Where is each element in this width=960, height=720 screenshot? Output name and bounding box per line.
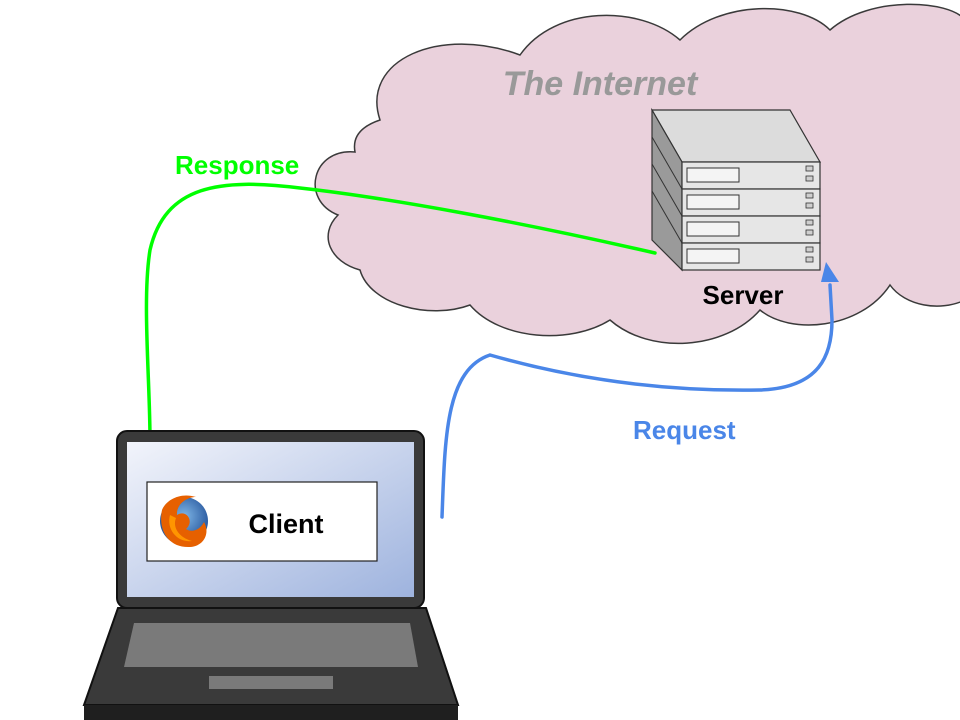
request-arrowhead	[821, 262, 839, 282]
server-icon	[650, 107, 822, 272]
laptop-base-edge	[84, 705, 458, 720]
client-label: Client	[248, 509, 323, 539]
server-led	[805, 175, 814, 182]
firefox-icon	[160, 495, 208, 548]
server-label: Server	[703, 280, 784, 310]
server-side-line	[651, 163, 683, 217]
server-side-line	[651, 136, 683, 190]
server-drive	[686, 221, 740, 237]
request-label: Request	[633, 415, 736, 445]
server-led	[805, 256, 814, 263]
server-side-line	[651, 190, 683, 244]
cloud-label: The Internet	[503, 65, 699, 103]
response-label: Response	[175, 150, 299, 180]
server-led	[805, 192, 814, 199]
laptop-keyboard	[124, 623, 418, 667]
server-drive	[686, 248, 740, 264]
laptop-touchpad	[209, 676, 333, 689]
client-window: Client	[146, 481, 378, 562]
request-arrow: Request	[440, 262, 839, 519]
server-led	[805, 165, 814, 172]
server-led	[805, 229, 814, 236]
cloud-shape	[314, 3, 960, 345]
response-arrow: Response	[141, 150, 657, 465]
laptop-icon	[82, 430, 460, 720]
request-arrow-line	[440, 283, 834, 519]
response-arrow-line	[144, 182, 657, 442]
internet-cloud: The Internet	[314, 3, 960, 345]
server-drive	[686, 194, 740, 210]
server-led	[805, 219, 814, 226]
server-led	[805, 246, 814, 253]
server-drive	[686, 167, 740, 183]
server-led	[805, 202, 814, 209]
